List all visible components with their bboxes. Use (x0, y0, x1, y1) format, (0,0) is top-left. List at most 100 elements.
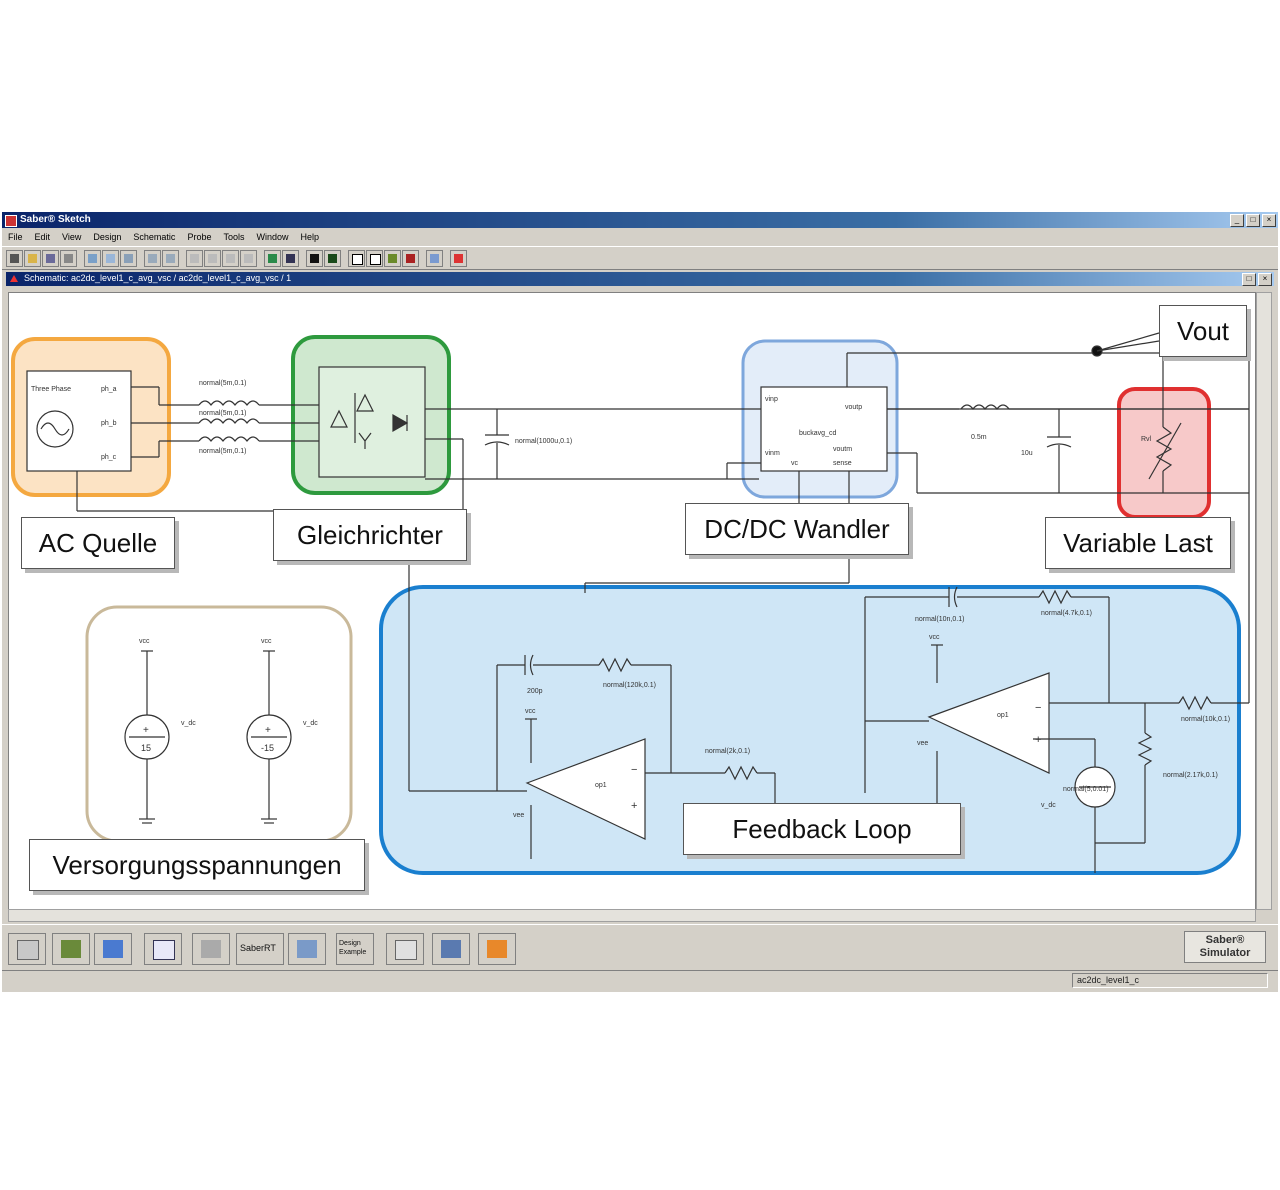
netlist-icon[interactable] (282, 250, 299, 267)
design-example-button[interactable]: Design Example (336, 933, 374, 965)
open-folder-icon[interactable] (24, 250, 41, 267)
schematic-title: Schematic: ac2dc_level1_c_avg_vsc / ac2d… (24, 273, 292, 283)
svg-text:−: − (1035, 702, 1041, 714)
symbol-icon[interactable] (264, 250, 281, 267)
saberrt-button[interactable]: SaberRT (236, 933, 284, 965)
matlab-icon[interactable] (478, 933, 516, 965)
supply1-vcc-label: vcc (139, 638, 150, 645)
fb-r4-label: normal(10k,0.1) (1181, 716, 1230, 723)
opamp1-label: op1 (595, 782, 607, 789)
paste-icon[interactable] (120, 250, 137, 267)
schematic-labels: Three Phase ph_a ph_b ph_c normal(5m,0.1… (31, 380, 1230, 819)
menu-window[interactable]: Window (256, 232, 289, 242)
saber-sketch-window: Saber® Sketch _ □ × File Edit View Desig… (2, 212, 1278, 992)
menu-tools[interactable]: Tools (223, 232, 245, 242)
schematic-close-button[interactable]: × (1258, 273, 1272, 286)
undo-icon[interactable] (144, 250, 161, 267)
stop-icon[interactable] (450, 250, 467, 267)
opamp2-label: op1 (997, 712, 1009, 719)
phase-c-label: ph_c (101, 454, 117, 461)
supply2-vcc-label: vcc (261, 638, 272, 645)
menu-bar: File Edit View Design Schematic Probe To… (2, 229, 1280, 245)
pen-icon[interactable] (402, 250, 419, 267)
menu-edit[interactable]: Edit (34, 232, 51, 242)
close-button[interactable]: × (1262, 214, 1276, 227)
supply2-type-label: v_dc (303, 720, 318, 727)
fb-r3-label: normal(4.7k,0.1) (1041, 610, 1092, 617)
bus-cap-label: normal(1000u,0.1) (515, 438, 572, 445)
menu-design[interactable]: Design (93, 232, 122, 242)
cut-icon[interactable] (84, 250, 101, 267)
dcdc-callout: DC/DC Wandler (685, 503, 909, 555)
analysis-icon[interactable] (324, 250, 341, 267)
probe-icon[interactable] (384, 250, 401, 267)
load-label: Rvl (1141, 436, 1152, 443)
status-design-name: ac2dc_level1_c (1072, 973, 1268, 988)
parts-gallery-icon[interactable] (52, 933, 90, 965)
menu-view[interactable]: View (62, 232, 82, 242)
variable-load-callout: Variable Last (1045, 517, 1231, 569)
zoom-in-icon[interactable] (186, 250, 203, 267)
status-bar: ac2dc_level1_c (2, 970, 1278, 989)
print-icon[interactable] (60, 250, 77, 267)
supply1-value: 15 (141, 743, 151, 753)
new-icon[interactable] (6, 250, 23, 267)
horizontal-scrollbar[interactable] (8, 909, 1256, 922)
opamp2-vcc-label: vcc (929, 634, 940, 641)
simulate-icon[interactable] (306, 250, 323, 267)
phase-a-label: ph_a (101, 386, 117, 393)
title-bar: Saber® Sketch _ □ × (2, 212, 1278, 228)
model-architect-icon[interactable] (144, 933, 182, 965)
redo-icon[interactable] (162, 250, 179, 267)
svg-text:+: + (1035, 734, 1041, 746)
schematic-drawing: Three Phase ph_a ph_b ph_c normal(5m,0.1… (11, 332, 1250, 875)
saber-simulator-logo: Saber® Simulator (1184, 931, 1266, 963)
saberrt-label: SaberRT (240, 943, 276, 953)
keyboard-icon[interactable] (8, 933, 46, 965)
step-waveform-icon[interactable] (366, 250, 383, 267)
main-toolbar (2, 246, 1278, 270)
schematic-maximize-button[interactable]: □ (1242, 273, 1256, 286)
pin-voutm: voutm (833, 446, 852, 453)
opamp1-vee-label: vee (513, 812, 524, 819)
schematic-canvas[interactable]: Three Phase ph_a ph_b ph_c normal(5m,0.1… (8, 292, 1256, 910)
property-editor-icon[interactable] (94, 933, 132, 965)
fb-cap2-label: normal(10n,0.1) (915, 616, 964, 623)
fb-r5-label: normal(2.17k,0.1) (1163, 772, 1218, 779)
copy-icon[interactable] (102, 250, 119, 267)
logo-line1: Saber® (1205, 934, 1245, 946)
design-example-label: Design Example (339, 940, 367, 956)
schematic-wires (26, 332, 1250, 873)
pin-vinm: vinm (765, 450, 780, 457)
table-icon[interactable] (432, 933, 470, 965)
zoom-area-icon[interactable] (240, 250, 257, 267)
pin-voutp: voutp (845, 404, 862, 411)
waveform-icon[interactable] (348, 250, 365, 267)
pin-vc: vc (791, 460, 799, 467)
maximize-button[interactable]: □ (1246, 214, 1260, 227)
cosim-icon[interactable] (288, 933, 326, 965)
schematic-warning-icon (10, 275, 18, 282)
svg-text:−: − (631, 764, 637, 776)
inductor-b-label: normal(5m,0.1) (199, 410, 246, 417)
bottom-toolbar: SaberRT Design Example Saber® Simulator (2, 924, 1278, 969)
opamp2-vee-label: vee (917, 740, 928, 747)
window-title: Saber® Sketch (20, 214, 91, 225)
zoom-fit-icon[interactable] (222, 250, 239, 267)
menu-probe[interactable]: Probe (187, 232, 212, 242)
supplies-callout: Versorgungsspannungen (29, 839, 365, 891)
minimize-button[interactable]: _ (1230, 214, 1244, 227)
menu-schematic[interactable]: Schematic (133, 232, 176, 242)
report-icon[interactable] (426, 250, 443, 267)
pin-sense: sense (833, 460, 852, 467)
save-icon[interactable] (42, 250, 59, 267)
documents-icon[interactable] (386, 933, 424, 965)
menu-help[interactable]: Help (300, 232, 320, 242)
fb-r1-label: normal(120k,0.1) (603, 682, 656, 689)
menu-file[interactable]: File (8, 232, 23, 242)
saber-app-icon (5, 215, 17, 227)
component-icon[interactable] (192, 933, 230, 965)
zoom-out-icon[interactable] (204, 250, 221, 267)
svg-text:+: + (265, 725, 271, 736)
vertical-scrollbar[interactable] (1256, 292, 1272, 910)
